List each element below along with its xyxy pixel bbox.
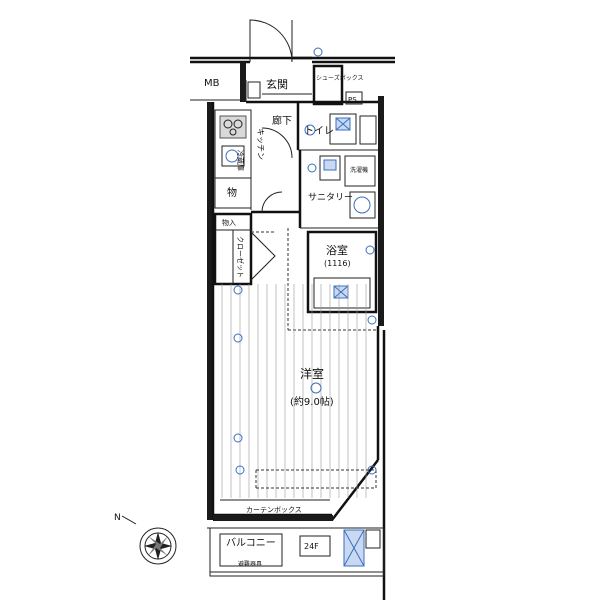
room-size-label: (約9.0帖): [290, 395, 334, 408]
sanitary-room: [307, 155, 376, 219]
balcony-note-label: 避難器具: [238, 560, 262, 568]
hallway-label: 廊下: [272, 114, 292, 127]
western-room-outline: [220, 285, 377, 501]
kitchen-label: キッチン: [256, 128, 265, 160]
front-door: [249, 19, 312, 63]
curtain-box-label: カーテンボックス: [246, 506, 302, 514]
western-room-floor: [221, 284, 367, 498]
storage-area: [214, 177, 252, 209]
balcony-label: バルコニー: [226, 537, 276, 549]
bath-size-label: (1116): [324, 259, 351, 268]
balcony: [209, 527, 385, 577]
hallway-walls: [251, 102, 378, 229]
western-room-label: 洋室: [300, 366, 324, 381]
toilet-label: トイレ: [304, 126, 334, 137]
compass-north-label: N: [114, 513, 121, 523]
closet-label: クローゼット: [236, 236, 245, 278]
entrance-area: [245, 47, 363, 106]
washer-label: 洗濯機: [350, 166, 368, 174]
bathroom-label: 浴室: [326, 243, 348, 257]
shoe-box-label: シューズボックス: [316, 74, 364, 82]
outer-top-walls: [190, 56, 395, 102]
bathroom: [287, 228, 378, 331]
fridge-label: 冷蔵庫: [236, 150, 245, 171]
sanitary-label: サニタリー: [308, 192, 353, 203]
entrance-label: 玄関: [266, 77, 288, 91]
closet-in-label: 物入: [222, 218, 236, 227]
mb-label: MB: [204, 78, 220, 89]
unit-code-label: 24F: [304, 542, 319, 551]
kitchen-area: [214, 109, 252, 210]
ps-label: PS: [348, 96, 357, 104]
closet-area: [213, 212, 276, 286]
storage-label: 物: [227, 186, 237, 199]
compass-rose: [121, 515, 177, 565]
toilet-room: [304, 113, 377, 145]
